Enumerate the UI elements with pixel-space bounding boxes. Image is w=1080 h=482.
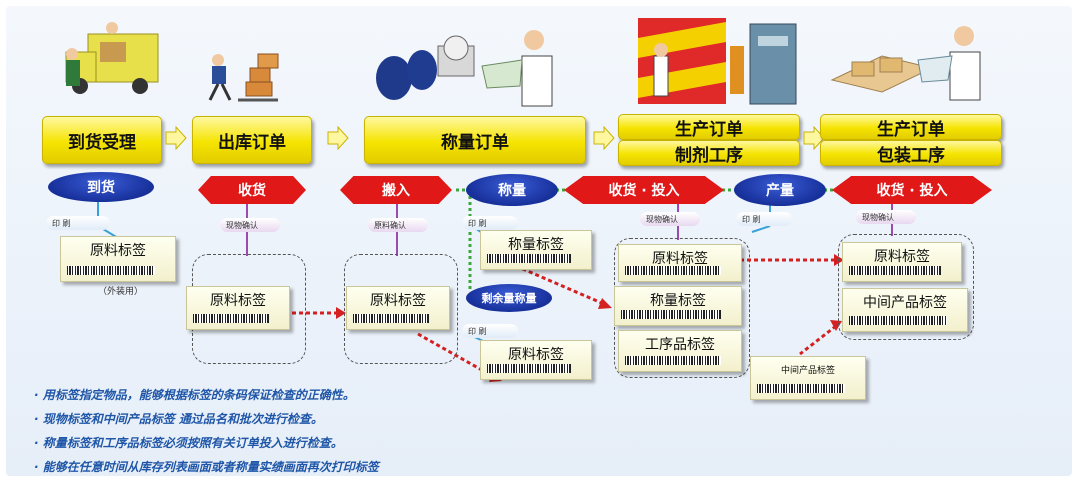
confirm-pill: 现物确认 xyxy=(640,212,700,226)
barcode-icon xyxy=(625,266,721,275)
event-output: 产量 xyxy=(734,174,826,206)
step-production-order-label: 生产订单 xyxy=(675,119,743,140)
event-arrival-label: 到货 xyxy=(87,180,115,196)
label-title: 原料标签 xyxy=(874,249,930,265)
print-pill: 印 刷 xyxy=(462,324,518,338)
event-arrival: 到货 xyxy=(48,172,154,202)
step-arrow-icon xyxy=(593,126,615,150)
barcode-icon xyxy=(849,316,947,325)
print-pill: 印 刷 xyxy=(736,212,792,226)
print-pill-label: 印 刷 xyxy=(742,214,761,224)
step-outbound: 出库订单 xyxy=(192,116,312,164)
barcode-icon xyxy=(353,314,429,323)
step-outbound-label: 出库订单 xyxy=(218,132,286,153)
step-arrow-icon xyxy=(327,126,349,150)
note-line: · 称量标签和工序品标签必须按照有关订单投入进行检查。 xyxy=(34,436,343,450)
event-remain-weigh: 剩余量称量 xyxy=(466,284,552,312)
step-formulation-label: 制剂工序 xyxy=(675,145,743,166)
note-line: · 现物标签和中间产品标签 通过品名和批次进行检查。 xyxy=(34,412,323,426)
step-weigh: 称量订单 xyxy=(364,116,586,164)
production-tank-icon xyxy=(638,18,797,105)
event-receive-input-label: 收货 · 投入 xyxy=(608,183,680,199)
event-carry-in: 搬入 xyxy=(340,176,452,204)
event-receive-label: 收货 xyxy=(238,183,266,199)
note-line: · 用标签指定物品，能够根据标签的条码保证检查的正确性。 xyxy=(34,388,355,402)
event-weigh: 称量 xyxy=(466,174,558,206)
packing-worker-icon xyxy=(830,26,981,101)
weigh-label-card: 称量标签 xyxy=(614,286,742,326)
barcode-icon xyxy=(487,364,571,373)
raw-material-label-card: 原料标签 xyxy=(60,236,176,282)
step-arrival: 到货受理 xyxy=(42,116,162,164)
outer-pack-note: （外装用） xyxy=(98,287,144,297)
delivery-truck-icon xyxy=(65,22,159,94)
group-carry-in xyxy=(344,254,458,364)
event-receive-input-packing-label: 收货 · 投入 xyxy=(876,183,948,199)
raw-material-label-card: 原料标签 xyxy=(346,286,450,330)
confirm-pill-label: 现物确认 xyxy=(646,214,678,224)
event-output-label: 产量 xyxy=(766,183,794,199)
step-packing-order: 生产订单 xyxy=(820,114,1002,140)
event-receive: 收货 xyxy=(198,176,306,204)
print-pill-label: 印 刷 xyxy=(468,326,487,336)
material-confirm-pill: 原料确认 xyxy=(368,218,428,232)
raw-material-label-card: 原料标签 xyxy=(618,244,742,282)
label-title: 原料标签 xyxy=(370,293,426,309)
barcode-icon xyxy=(621,310,721,319)
step-formulation: 制剂工序 xyxy=(618,140,800,166)
note-line: · 能够在任意时间从库存列表画面或者称量实绩画面再次打印标签 xyxy=(34,460,379,474)
step-arrow-icon xyxy=(165,126,187,150)
print-pill: 印 刷 xyxy=(462,216,518,230)
raw-material-label-card: 原料标签 xyxy=(480,340,592,380)
raw-material-label-card: 原料标签 xyxy=(186,286,290,330)
label-title: 称量标签 xyxy=(650,293,706,309)
label-title: 称量标签 xyxy=(508,237,564,253)
raw-material-label-card: 原料标签 xyxy=(842,242,962,282)
group-packing xyxy=(838,234,974,340)
step-packing-label: 包装工序 xyxy=(877,145,945,166)
confirm-pill: 现物确认 xyxy=(220,218,280,232)
label-title: 原料标签 xyxy=(652,251,708,267)
label-title: 原料标签 xyxy=(90,243,146,259)
label-title: 原料标签 xyxy=(508,347,564,363)
event-remain-weigh-label: 剩余量称量 xyxy=(481,292,537,305)
print-pill: 印 刷 xyxy=(46,216,110,230)
weigh-label-card: 称量标签 xyxy=(480,230,592,270)
barcode-icon xyxy=(757,384,845,393)
hand-truck-boxes-icon xyxy=(208,53,279,102)
confirm-pill: 现物确认 xyxy=(856,210,916,224)
label-title: 中间产品标签 xyxy=(780,366,835,376)
label-title: 中间产品标签 xyxy=(863,295,947,311)
label-title: 工序品标签 xyxy=(645,337,715,353)
intermediate-label-card-small: 中间产品标签 xyxy=(750,356,866,400)
step-production-order: 生产订单 xyxy=(618,114,800,140)
event-receive-input: 收货 · 投入 xyxy=(564,176,724,204)
event-receive-input-packing: 收货 · 投入 xyxy=(832,176,992,204)
confirm-pill-label: 现物确认 xyxy=(226,220,258,230)
print-pill-label: 印 刷 xyxy=(468,218,487,228)
barcode-icon xyxy=(625,356,721,365)
barcode-icon xyxy=(487,254,571,263)
barcode-icon xyxy=(193,314,269,323)
step-arrow-icon xyxy=(803,126,825,150)
step-weigh-label: 称量订单 xyxy=(441,132,509,153)
confirm-pill-label: 现物确认 xyxy=(862,212,894,222)
event-weigh-label: 称量 xyxy=(498,183,526,199)
intermediate-label-card: 中间产品标签 xyxy=(842,288,968,332)
barcode-icon xyxy=(849,266,941,275)
event-carry-in-label: 搬入 xyxy=(382,183,410,199)
step-arrival-label: 到货受理 xyxy=(68,132,136,153)
print-pill-label: 印 刷 xyxy=(52,218,71,228)
material-confirm-pill-label: 原料确认 xyxy=(374,220,406,230)
label-title: 原料标签 xyxy=(210,293,266,309)
step-packing-order-label: 生产订单 xyxy=(877,119,945,140)
step-packing: 包装工序 xyxy=(820,140,1002,166)
process-label-card: 工序品标签 xyxy=(618,330,742,372)
weighing-bags-icon xyxy=(376,30,553,107)
barcode-icon xyxy=(67,266,155,275)
